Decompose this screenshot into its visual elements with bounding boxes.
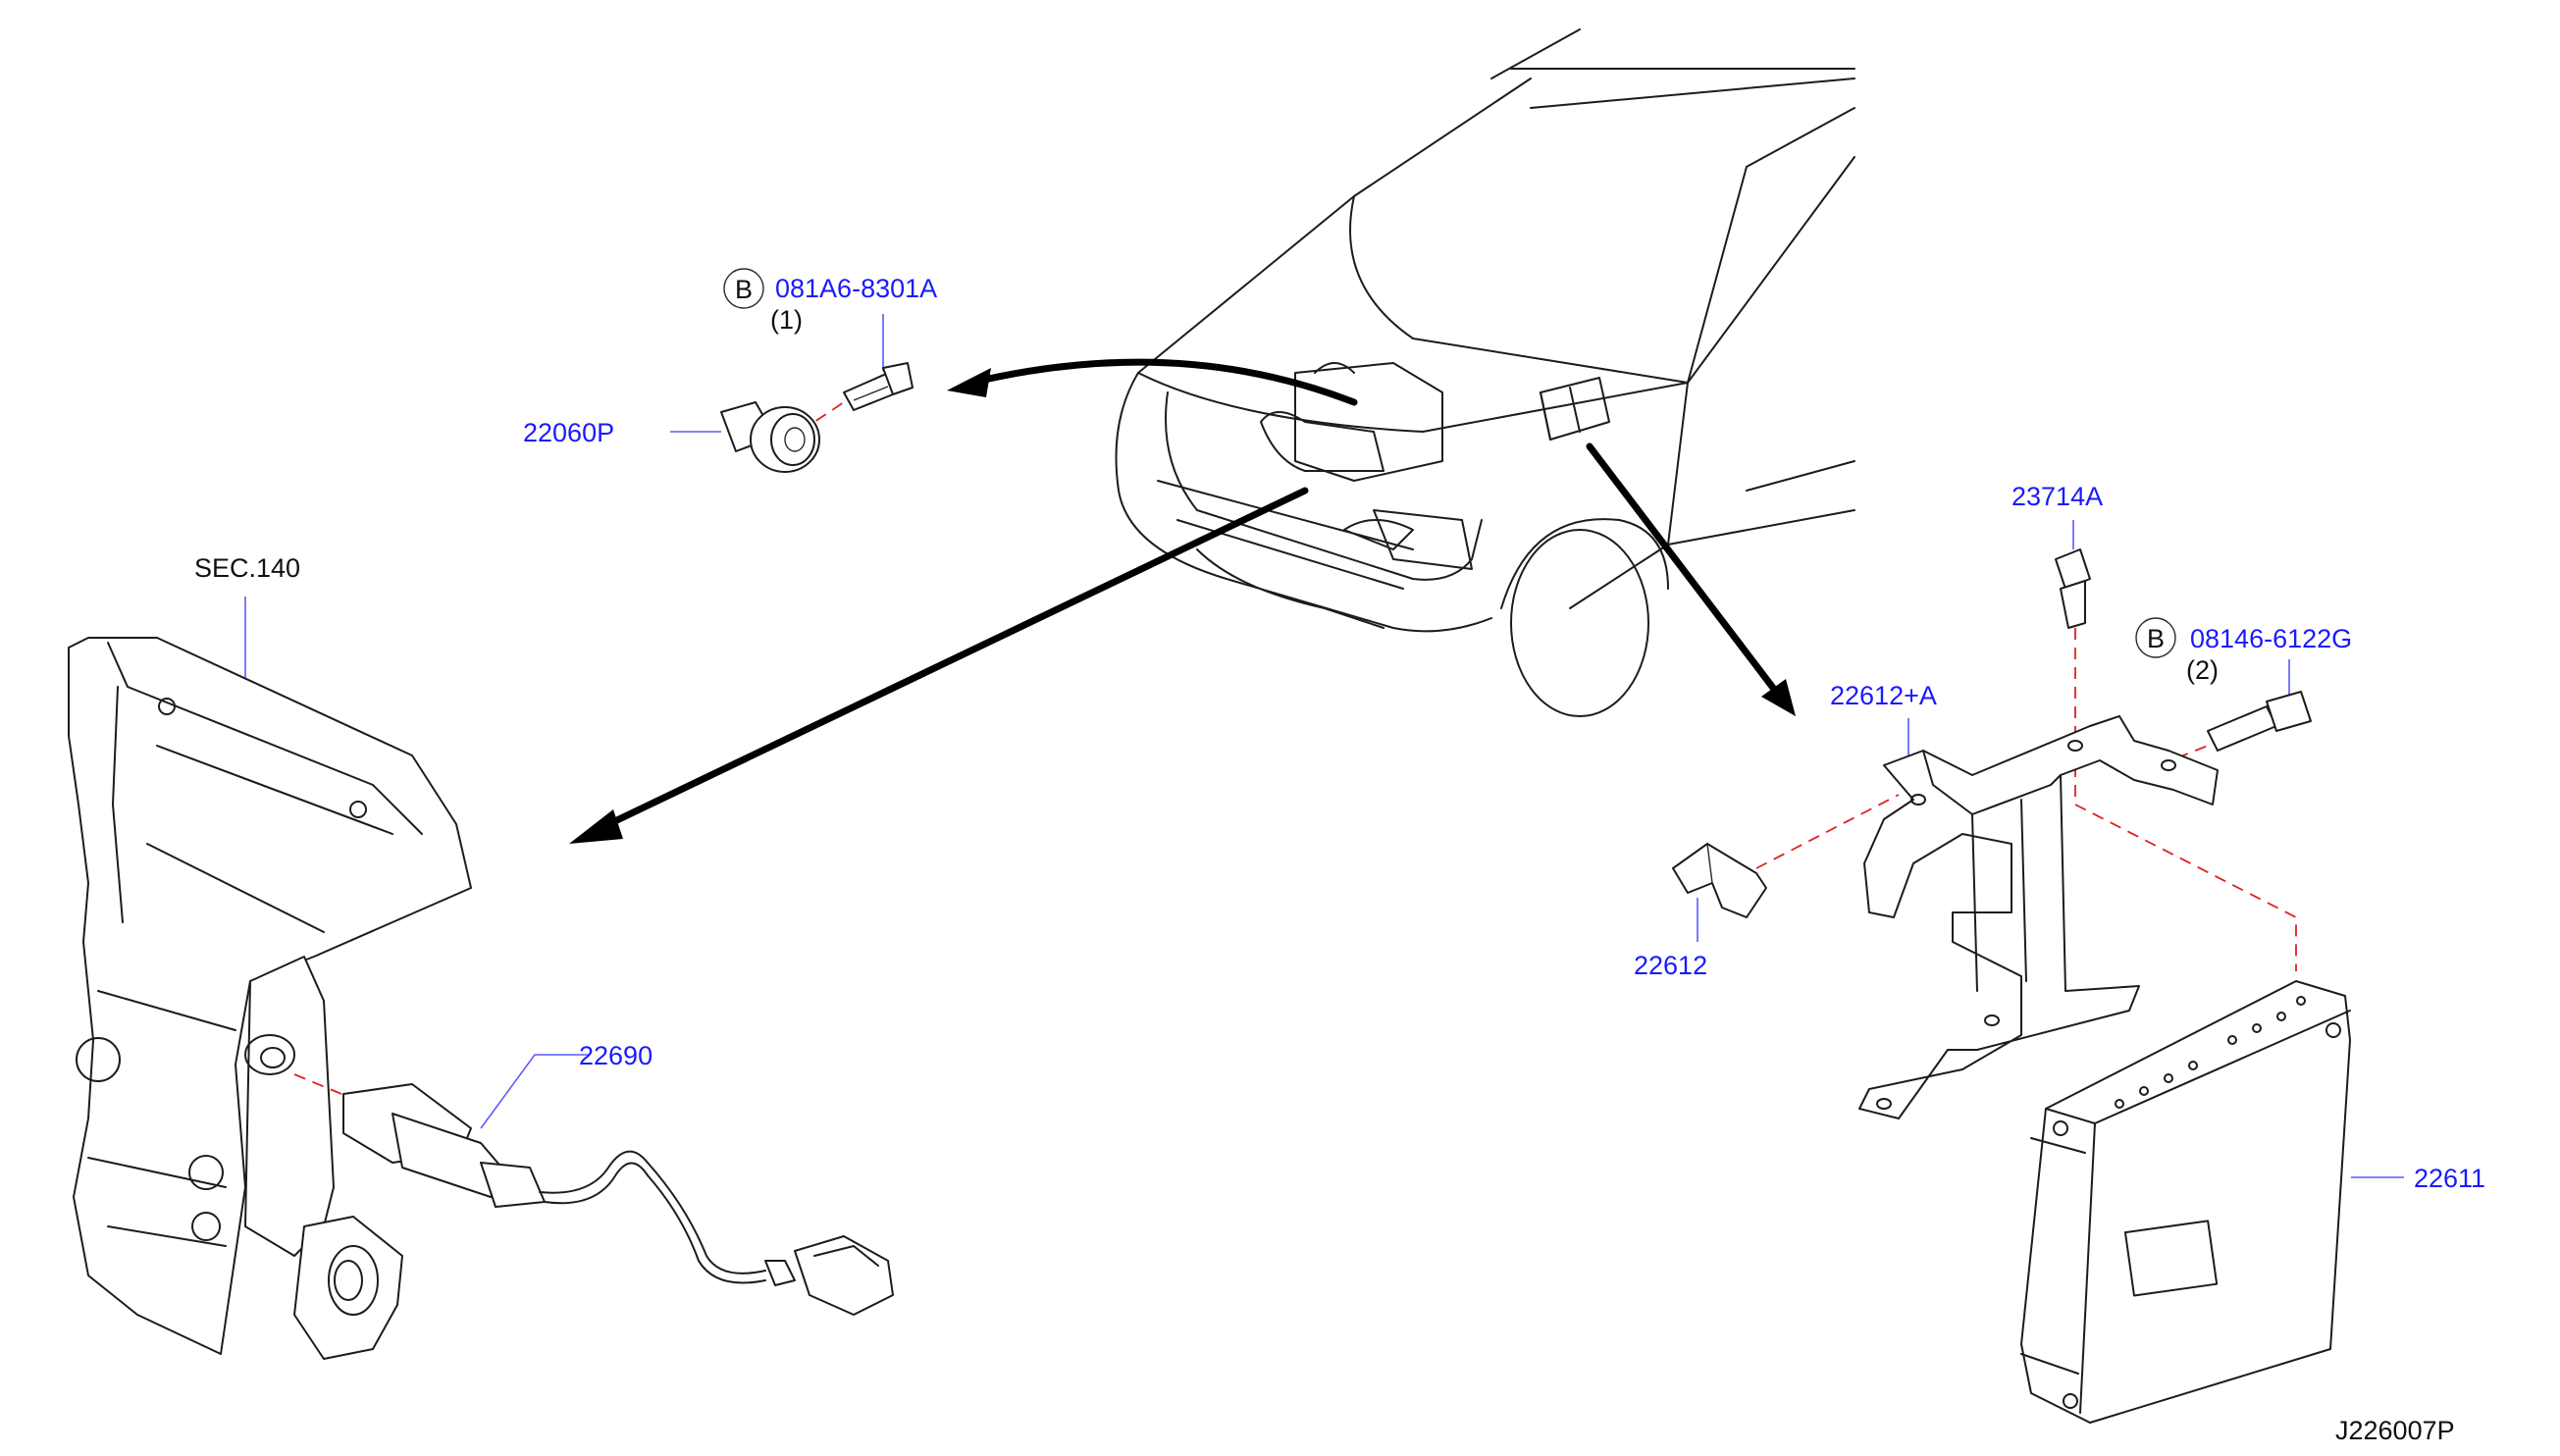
bracket-partno[interactable]: 22612+A xyxy=(1830,681,1937,710)
drawing-id: J226007P xyxy=(2335,1416,2455,1445)
oxygen-sensor-icon xyxy=(342,1083,894,1316)
bolt-ecm-icon xyxy=(2207,691,2312,752)
heat-shield-icon xyxy=(68,637,472,1360)
ecm-unit-icon xyxy=(2020,980,2351,1424)
arrows xyxy=(569,358,1796,844)
bolt-knock-partno[interactable]: 081A6-8301A xyxy=(775,274,937,303)
bolt-b-badge-1 xyxy=(723,268,764,309)
knock-sensor-partno[interactable]: 22060P xyxy=(523,418,614,447)
bolt-knock-qty: (1) xyxy=(770,305,803,335)
bolt-knock-icon xyxy=(843,362,914,411)
bolt-b-badge-2 xyxy=(2135,617,2176,658)
bolt-ecm-qty: (2) xyxy=(2186,655,2219,685)
clip-partno[interactable]: 22612 xyxy=(1634,951,1707,980)
oxygen-sensor-partno[interactable]: 22690 xyxy=(579,1041,653,1070)
bracket-bolt-partno[interactable]: 23714A xyxy=(2011,482,2103,511)
section-reference[interactable]: SEC.140 xyxy=(194,553,300,583)
bolt-ecm-partno[interactable]: 08146-6122G xyxy=(2190,624,2352,653)
clip-icon xyxy=(1672,843,1767,918)
bracket-bolt-icon xyxy=(2055,548,2091,629)
knock-sensor-icon xyxy=(720,401,820,473)
exhaust-manifold-group: SEC.140 xyxy=(68,553,894,1360)
vehicle-illustration xyxy=(1115,28,1855,717)
knock-sensor-group: B 081A6-8301A (1) 22060P xyxy=(523,268,937,473)
bolt-b-letter-1: B xyxy=(735,275,753,304)
bolt-b-letter-2: B xyxy=(2147,624,2165,653)
ecm-partno[interactable]: 22611 xyxy=(2414,1164,2485,1193)
ecm-group: 23714A B 08146-6122G (2) 22612+A xyxy=(1634,482,2485,1424)
ecm-bracket-icon xyxy=(1858,715,2219,1119)
